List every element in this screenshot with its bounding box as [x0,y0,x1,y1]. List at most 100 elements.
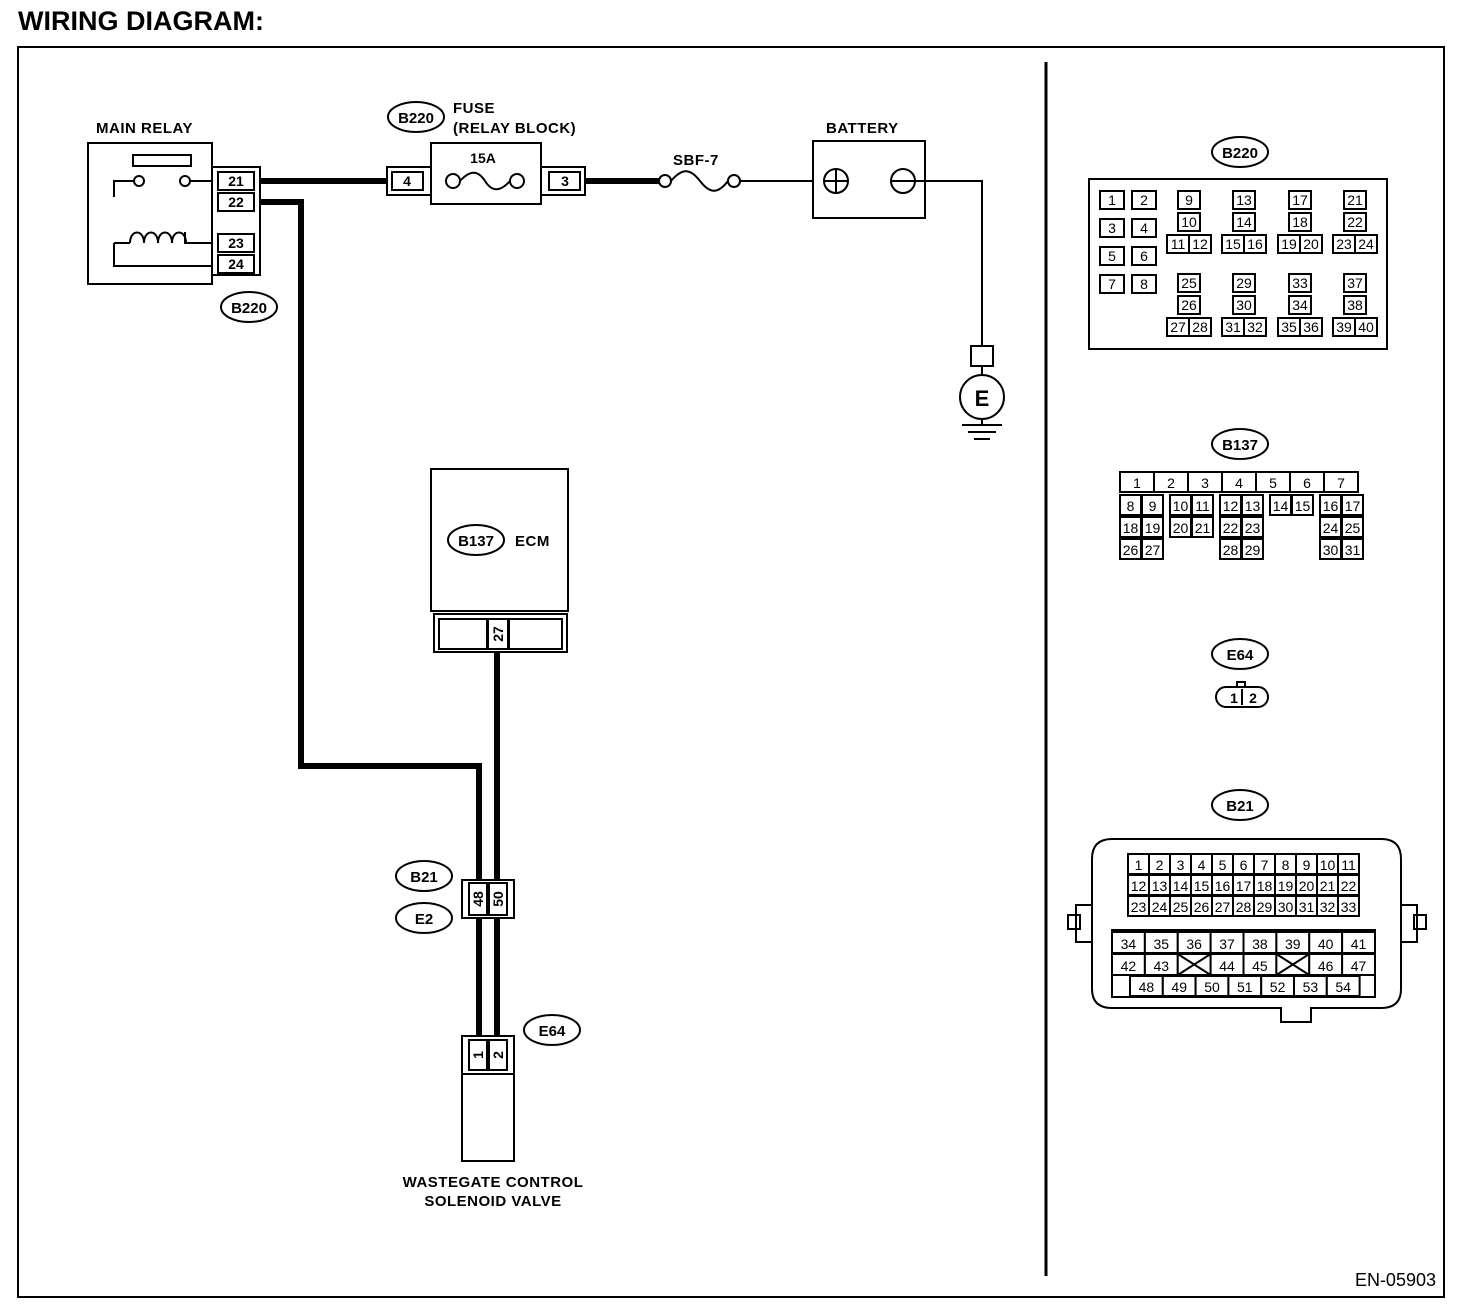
connector-tag-b220 [220,291,278,323]
pinout-cell: 44 [1219,958,1235,974]
diagram-frame [17,46,1445,1298]
pinout-cell: 23 [1245,520,1261,536]
pinout-cell-box [1243,317,1267,337]
connector-tag-label: B137 [458,533,494,550]
pinout-cell: 28 [1192,319,1208,335]
pinout-cell: 27 [1170,319,1186,335]
pinout-cell: 26 [1123,542,1139,558]
pinout-cell-box [1241,494,1264,516]
pinout-cell: 13 [1245,498,1261,514]
pinout-cell: 19 [1281,236,1297,252]
pinout-cell-box [1141,494,1164,516]
pinout-cell: 30 [1236,297,1252,313]
pinout-cell: 21 [1195,520,1211,536]
pinout-cell: 1 [1108,192,1116,208]
pinout-cell-box [1343,212,1367,232]
pinout-cell-box [1141,516,1164,538]
pinout-cell: 3 [1177,857,1185,873]
pinout-cell-box [1354,317,1378,337]
pinout-cell: 50 [1204,979,1220,995]
pinout-cell-box [1188,234,1212,254]
pinout-cell: 27 [1145,542,1161,558]
connector-tag-label: B21 [1226,798,1254,815]
pinout-cell: 31 [1345,542,1361,558]
pinout-cell: 1 [1135,857,1143,873]
pinout-cell-box [1188,317,1212,337]
pinout-cell: 22 [1347,214,1363,230]
pinout-cell-box [1343,273,1367,293]
pinout-cell: 15 [1225,236,1241,252]
pinout-cell-box [1232,273,1256,293]
pinout-cell: 2 [1140,192,1148,208]
pinout-cell: 15 [1194,878,1210,894]
pinout-cell: 52 [1270,979,1286,995]
pinout-cell: 2 [1156,857,1164,873]
valve-body [461,1073,515,1162]
pinout-cell: 53 [1303,979,1319,995]
pinout-cell-box [1177,212,1201,232]
relay-pin: 22 [228,194,244,210]
pinout-cell: 41 [1351,936,1367,952]
battery-label: BATTERY [826,120,899,137]
battery: BATTERY [812,120,926,219]
pinout-cell: 19 [1145,520,1161,536]
pinout-cell-box [1191,516,1214,538]
pinout-cell: 32 [1247,319,1263,335]
pinout-cell: 4 [1140,220,1148,236]
pinout-cell: 25 [1173,899,1189,915]
pinout-cell: 22 [1341,878,1357,894]
pinout-cell: 45 [1252,958,1268,974]
relay-block-label: (RELAY BLOCK) [453,120,576,137]
valve-label-line2: SOLENOID VALVE [424,1193,561,1210]
pinout-cell: 17 [1292,192,1308,208]
pinout-cell: 33 [1341,899,1357,915]
connector-tag-b21 [1211,789,1269,821]
pinout-cell-box [1232,295,1256,315]
pinout-cell: 28 [1223,542,1239,558]
connector-tag-label: B21 [410,869,438,886]
pinout-cell-box [1099,190,1125,210]
pinout-cell-box [1299,317,1323,337]
wastegate-solenoid-valve: E64 1 2 WASTEGATE CONTROL SOLENOID VALVE [403,1014,583,1210]
pinout-cell: 25 [1345,520,1361,536]
pinout-cell-box [1341,538,1364,560]
pinout-cell-box [1243,234,1267,254]
pinout-cell: 15 [1295,498,1311,514]
connector-tag-e2 [395,902,453,934]
pinout-cell: 49 [1171,979,1187,995]
pinout-cell: 2 [1249,690,1257,706]
ecm-label: ECM [515,533,550,550]
connector-tag-label: E64 [539,1023,566,1040]
pinout-cell-box [1232,212,1256,232]
pinout-cell-box [1177,295,1201,315]
pinout-cell-box [1099,274,1125,294]
pinout-cell: 14 [1173,878,1189,894]
pinout-cell: 27 [1215,899,1231,915]
pinout-cell: 8 [1140,276,1148,292]
pinout-cell: 9 [1149,498,1157,514]
pinout-cell: 9 [1185,192,1193,208]
fuse-rating: 15A [470,150,496,166]
pinout-cell: 40 [1318,936,1334,952]
pinout-cell-box [1337,895,1360,917]
ground: E [914,180,1005,440]
pinout-cell-box [1291,494,1314,516]
ecm-pin: 27 [490,626,506,642]
relay-coil-icon [129,231,187,244]
pinout-cell: 20 [1303,236,1319,252]
pinout-cell: 1 [1133,475,1141,491]
pinout-cell: 2 [1167,475,1175,491]
pinout-cell: 20 [1173,520,1189,536]
pinout-cell-box [1099,246,1125,266]
pinout-cell: 37 [1347,275,1363,291]
pinout-cell: 13 [1152,878,1168,894]
pinout-cell: 40 [1358,319,1374,335]
pinout-cell: 14 [1273,498,1289,514]
fuse-label: FUSE [453,100,495,117]
pinout-cell-box [1343,190,1367,210]
sbf-label: SBF-7 [673,152,719,169]
pinout-cell: 21 [1320,878,1336,894]
pinout-cell: 16 [1247,236,1263,252]
pinout-cell: 29 [1257,899,1273,915]
